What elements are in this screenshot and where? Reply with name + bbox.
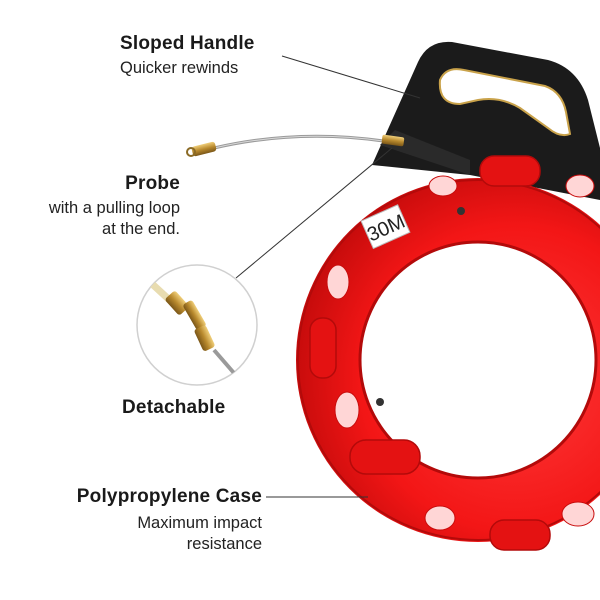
handle-leader-line [281,55,421,99]
sloped-handle [372,41,600,201]
handle-callout-desc: Quicker rewinds [120,59,239,77]
case-callout-desc-line2: resistance [186,535,262,553]
case-window [326,174,595,531]
probe-callout-desc-line2: at the end. [102,220,180,238]
leader-lines [235,55,421,498]
detachable-callout: Detachable [122,397,225,419]
screw [376,398,384,406]
handle-grip-slot [438,68,572,137]
probe-callout-title: Probe [125,173,180,194]
cable-ferrule [381,134,405,147]
probe-callout: Probe with a pulling loop at the end. [49,173,180,240]
handle-callout: Sloped Handle Quicker rewinds [120,33,255,79]
probe-callout-desc-line1: with a pulling loop [48,199,180,217]
polypropylene-case: 30M [296,155,600,551]
probe-tip [186,141,217,157]
case-callout-title: Polypropylene Case [76,486,262,507]
fish-tape-cable [213,134,405,150]
handle-callout-title: Sloped Handle [120,33,255,54]
detachable-callout-title: Detachable [122,397,226,418]
case-callout: Polypropylene Case Maximum impact resist… [77,486,262,555]
case-callout-desc-line1: Maximum impact [137,514,262,532]
detachable-detail-magnifier [136,264,258,386]
screw [457,207,465,215]
detail-leader-line [235,147,393,279]
case-slot [309,155,551,551]
